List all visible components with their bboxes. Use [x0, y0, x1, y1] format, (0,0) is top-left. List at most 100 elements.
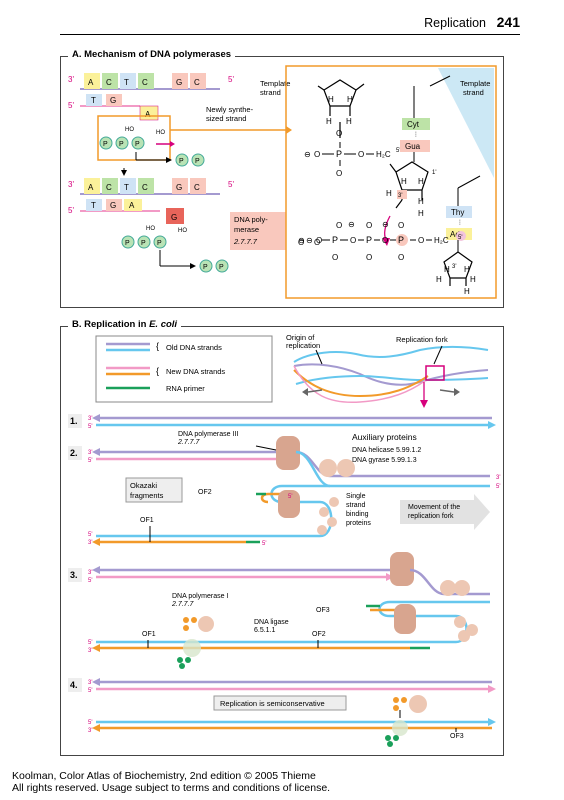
base-label: C	[142, 78, 148, 87]
svg-text:O: O	[336, 169, 342, 178]
page-number: 241	[496, 14, 520, 30]
panel-a	[60, 56, 504, 308]
svg-text:strand: strand	[463, 88, 484, 97]
footer-line-2: All rights reserved. Usage subject to te…	[12, 782, 331, 794]
panel-b-title: B. Replication in E. coli	[68, 319, 182, 330]
gyrase-label: DNA gyrase 5.99.1.3	[352, 457, 417, 464]
svg-text:⋮: ⋮	[457, 219, 463, 226]
thy-ade-pair: Thy ⋮ Ade	[446, 175, 481, 252]
footer: Koolman, Color Atlas of Biochemistry, 2n…	[12, 770, 330, 794]
step-3: 3' 5' OF3 OF1 OF2 DNA polymerase I 2.7.7…	[88, 552, 490, 669]
svg-text:O: O	[316, 236, 322, 245]
triphosphate-chem: ⊖ O ⊖ O ⊖ ⊖ O P O P O P O H₂C 5' O O O O…	[298, 220, 466, 262]
svg-text:⊖: ⊖	[382, 220, 389, 229]
svg-text:2.7.7.7: 2.7.7.7	[233, 237, 258, 246]
svg-text:5': 5'	[88, 640, 92, 646]
base-label: C	[194, 78, 200, 87]
pol1-label: DNA polymerase I	[172, 593, 228, 600]
svg-text:C: C	[142, 183, 148, 192]
svg-text:P: P	[103, 141, 108, 148]
new-base-label: G	[171, 213, 177, 222]
svg-text:P: P	[179, 158, 184, 165]
svg-text:5': 5'	[88, 424, 92, 430]
step-4: 3' 5' Replication is semiconservative 5'…	[88, 678, 496, 747]
footer-line-1: Koolman, Color Atlas of Biochemistry, 2n…	[12, 770, 316, 782]
svg-text:OF1: OF1	[140, 517, 154, 524]
svg-text:5': 5'	[88, 720, 92, 726]
svg-text:⊖: ⊖	[306, 236, 313, 245]
triphosphate-1: P P P	[99, 136, 175, 150]
svg-text:H: H	[346, 117, 352, 126]
strand-bottom-new: T G A G 5' HO HO	[68, 199, 187, 234]
panel-b	[60, 326, 504, 756]
svg-text:P: P	[157, 240, 162, 247]
svg-text:5': 5'	[228, 180, 234, 189]
svg-text:P: P	[398, 235, 404, 245]
pyrophosphate-1: P P	[135, 152, 205, 167]
svg-text:HO: HO	[146, 226, 155, 232]
step-4: 4.	[70, 680, 78, 690]
end-label: 5'	[68, 101, 74, 110]
legend-old: Old DNA strands	[166, 343, 222, 352]
svg-text:O: O	[366, 221, 372, 230]
svg-text:H: H	[386, 189, 392, 198]
svg-text:P: P	[141, 240, 146, 247]
svg-text:3': 3'	[88, 450, 92, 456]
svg-text:5': 5'	[68, 206, 74, 215]
ligase-label: DNA ligase	[254, 619, 289, 626]
svg-text:HO: HO	[178, 228, 187, 234]
end-label: 3'	[68, 75, 74, 84]
new-strand-label: Newly synthe-sized strand	[206, 105, 254, 123]
svg-text:H: H	[418, 197, 424, 206]
svg-text:⋮: ⋮	[413, 131, 419, 138]
svg-text:O: O	[382, 236, 388, 245]
svg-text:H: H	[401, 177, 407, 186]
svg-text:5': 5'	[458, 235, 462, 241]
svg-text:3': 3'	[88, 540, 92, 546]
svg-text:3': 3'	[88, 570, 92, 576]
svg-text:OF2: OF2	[312, 631, 326, 638]
svg-text:H: H	[418, 209, 424, 218]
svg-text:H₂C: H₂C	[376, 150, 391, 159]
base-label: T	[91, 96, 96, 105]
sugar-top	[317, 79, 365, 138]
svg-text:Gua: Gua	[405, 142, 421, 151]
svg-text:P: P	[332, 235, 338, 245]
svg-text:H: H	[328, 95, 334, 104]
svg-text:3': 3'	[398, 193, 402, 199]
base-label: G	[110, 96, 116, 105]
svg-text:P: P	[219, 264, 224, 271]
highlight-box	[97, 115, 171, 161]
svg-text:5': 5'	[88, 688, 92, 694]
new-base-label: A	[145, 110, 151, 119]
svg-text:2.7.7.7: 2.7.7.7	[177, 439, 201, 446]
svg-text:T: T	[91, 201, 96, 210]
step-3: 3.	[70, 570, 78, 580]
strand-bottom-template: A C T C G C 3' 5'	[68, 178, 234, 195]
svg-text:O: O	[298, 238, 304, 247]
step-marker	[68, 414, 82, 428]
svg-text:OF1: OF1	[142, 631, 156, 638]
enzyme-box: DNA poly-merase 2.7.7.7	[230, 212, 286, 250]
svg-text:H: H	[470, 275, 476, 284]
panel-a-title: A. Mechanism of DNA polymerases	[68, 49, 236, 60]
aux-label: Auxiliary proteins	[352, 432, 417, 442]
end-label: 5'	[228, 75, 234, 84]
svg-text:O: O	[350, 236, 356, 245]
svg-text:Thy: Thy	[451, 208, 464, 217]
panel-b-figure: { Old DNA strands { New DNA strands RNA …	[68, 333, 500, 747]
step-2: 3' 5' DNA polymerase III 2.7.7.7 Auxilia…	[88, 431, 500, 547]
header-rule	[60, 34, 520, 35]
svg-text:O: O	[314, 238, 320, 247]
svg-text:3': 3'	[452, 264, 456, 270]
svg-text:5': 5'	[88, 578, 92, 584]
svg-text:⊖: ⊖	[348, 220, 355, 229]
legend-primer: RNA primer	[166, 384, 205, 393]
step-2: 2.	[70, 448, 78, 458]
legend: { Old DNA strands { New DNA strands RNA …	[95, 335, 273, 403]
template-wedge	[438, 68, 494, 178]
